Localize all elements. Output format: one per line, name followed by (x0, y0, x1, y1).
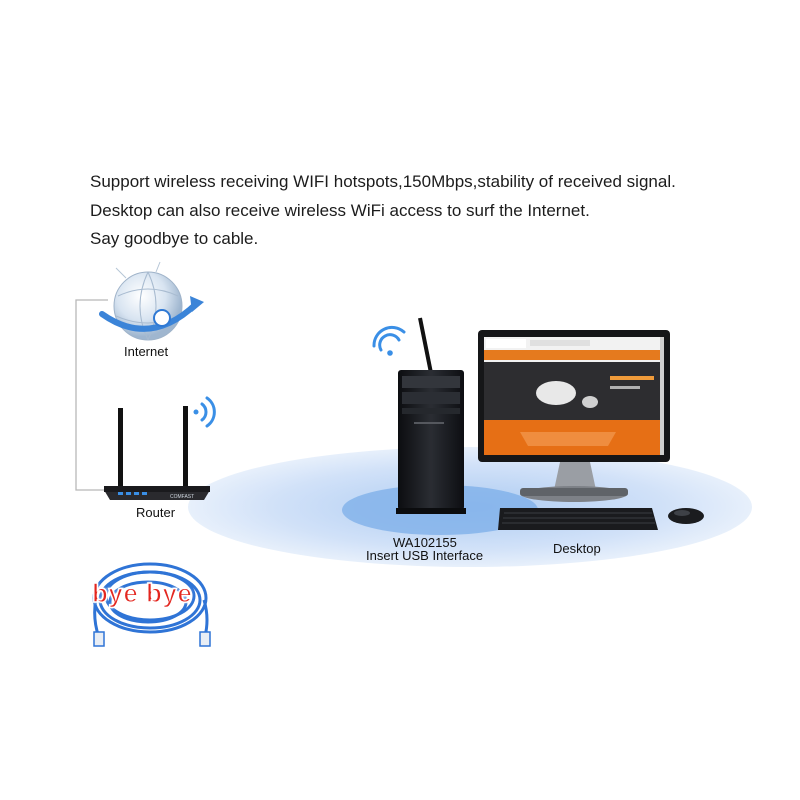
bye-bye-caption: bye bye (91, 577, 193, 608)
adapter-note-label: Insert USB Interface (366, 548, 484, 563)
globe-icon (99, 261, 204, 341)
router-brand: COMFAST (170, 494, 194, 500)
adapter-model-label: WA102155 (393, 535, 457, 550)
adapter-wifi-signal-icon (372, 325, 406, 356)
router-icon: COMFAST (104, 406, 210, 500)
headline-line-1: Support wireless receiving WIFI hotspots… (90, 172, 676, 191)
mouse-icon (668, 508, 704, 524)
headline-line-2: Desktop can also receive wireless WiFi a… (90, 200, 590, 220)
pc-tower-icon (396, 317, 466, 514)
keyboard-icon (498, 508, 658, 530)
wifi-signal-icon (193, 396, 216, 428)
monitor-icon (478, 330, 670, 502)
ethernet-cable-icon (92, 562, 211, 647)
desktop-label: Desktop (553, 541, 601, 556)
wired-connection-line (75, 299, 108, 491)
internet-label: Internet (124, 344, 169, 359)
headline-line-3: Say goodbye to cable. (90, 229, 259, 248)
headline-text: Support wireless receiving WIFI hotspots… (90, 168, 676, 254)
router-label: Router (136, 505, 176, 520)
